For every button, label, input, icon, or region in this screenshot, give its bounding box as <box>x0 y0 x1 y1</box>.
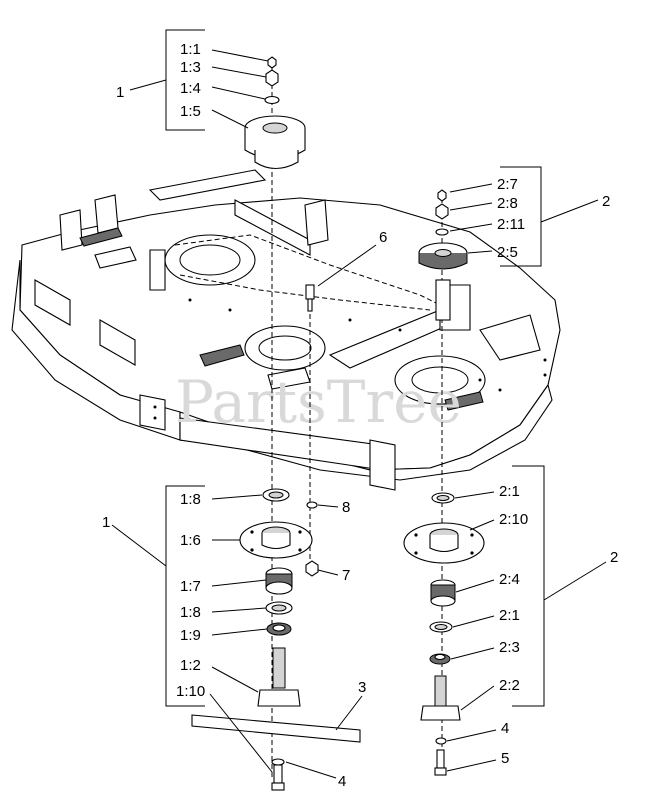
callout-label: 4 <box>501 720 509 737</box>
top-left-pulley-assembly <box>129 29 306 170</box>
deck-bolt <box>305 244 377 312</box>
callout-label: 7 <box>342 567 350 584</box>
callout-label: 2:2 <box>499 677 520 694</box>
callout-label: 1:3 <box>180 59 201 76</box>
group-number-label: 1 <box>102 514 110 531</box>
callout-label: 8 <box>342 499 350 516</box>
watermark: PartsTree <box>175 368 462 436</box>
callout-label: 1:8 <box>180 491 201 508</box>
top-right-pulley-assembly <box>418 166 599 321</box>
callout-label: 2:11 <box>497 216 525 233</box>
group-number-label: 2 <box>610 549 618 566</box>
callout-label: 1:1 <box>180 41 201 58</box>
group-number-label: 1 <box>116 84 124 101</box>
callout-label: 1:8 <box>180 604 201 621</box>
bottom-right-spindle-assembly <box>403 465 607 776</box>
callout-label: 2:7 <box>497 176 518 193</box>
callout-label: 1:10 <box>176 683 205 700</box>
bottom-left-spindle-assembly <box>111 485 363 791</box>
callout-label: 2:4 <box>499 571 520 588</box>
callout-label: 1:7 <box>180 578 201 595</box>
callout-label: 2:5 <box>497 244 518 261</box>
callout-label: 1:2 <box>180 657 201 674</box>
callout-label: 2:1 <box>499 483 520 500</box>
washer-and-nut <box>305 501 339 577</box>
callout-label: 3 <box>358 679 366 696</box>
mower-deck <box>11 169 561 491</box>
callout-label: 2:1 <box>499 607 520 624</box>
callout-label: 2:8 <box>497 195 518 212</box>
callout-label: 2:10 <box>499 511 528 528</box>
callout-label: 1:9 <box>180 627 201 644</box>
group-number-label: 2 <box>602 193 610 210</box>
callout-label: 4 <box>338 773 346 790</box>
callout-label: 2:3 <box>499 639 520 656</box>
callout-label: 1:6 <box>180 532 201 549</box>
callout-label: 1:5 <box>180 103 201 120</box>
callout-label: 1:4 <box>180 80 201 97</box>
callout-label: 5 <box>501 750 509 767</box>
callout-label: 6 <box>379 229 387 246</box>
